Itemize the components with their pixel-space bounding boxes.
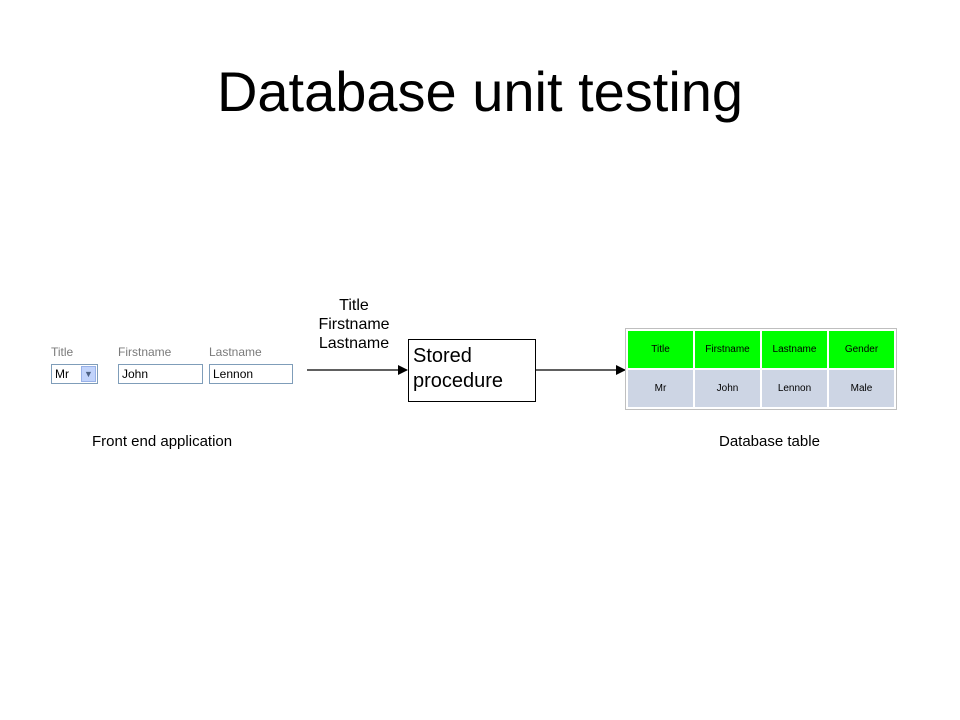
table-cell-gender: Male — [829, 370, 894, 407]
front-end-caption: Front end application — [92, 433, 233, 450]
title-select[interactable]: Mr ▼ — [51, 364, 98, 384]
title-select-value: Mr — [55, 367, 69, 381]
chevron-down-icon[interactable]: ▼ — [81, 366, 96, 382]
table-cell-firstname: John — [695, 370, 760, 407]
table-header-gender: Gender — [829, 331, 894, 368]
firstname-input[interactable]: John — [118, 364, 203, 384]
procedure-line-2: procedure — [413, 370, 504, 392]
database-caption: Database table — [719, 433, 820, 450]
table-cell-lastname: Lennon — [762, 370, 827, 407]
slide-title: Database unit testing — [216, 60, 744, 123]
database-table: Title Firstname Lastname Gender Mr John … — [625, 328, 897, 410]
table-header-lastname: Lastname — [762, 331, 827, 368]
param-title: Title — [339, 297, 369, 314]
table-header-firstname: Firstname — [695, 331, 760, 368]
table-header-title: Title — [628, 331, 693, 368]
stored-procedure-box: Stored procedure — [408, 339, 536, 402]
table-cell-title: Mr — [628, 370, 693, 407]
lastname-input[interactable]: Lennon — [209, 364, 293, 384]
lastname-field-label: Lastname — [209, 345, 262, 359]
firstname-field-label: Firstname — [118, 345, 172, 359]
param-firstname: Firstname — [318, 316, 390, 333]
parameter-list: Title Firstname Lastname — [306, 296, 402, 353]
param-lastname: Lastname — [318, 335, 390, 352]
title-field-label: Title — [51, 345, 74, 359]
procedure-line-1: Stored — [413, 345, 472, 367]
